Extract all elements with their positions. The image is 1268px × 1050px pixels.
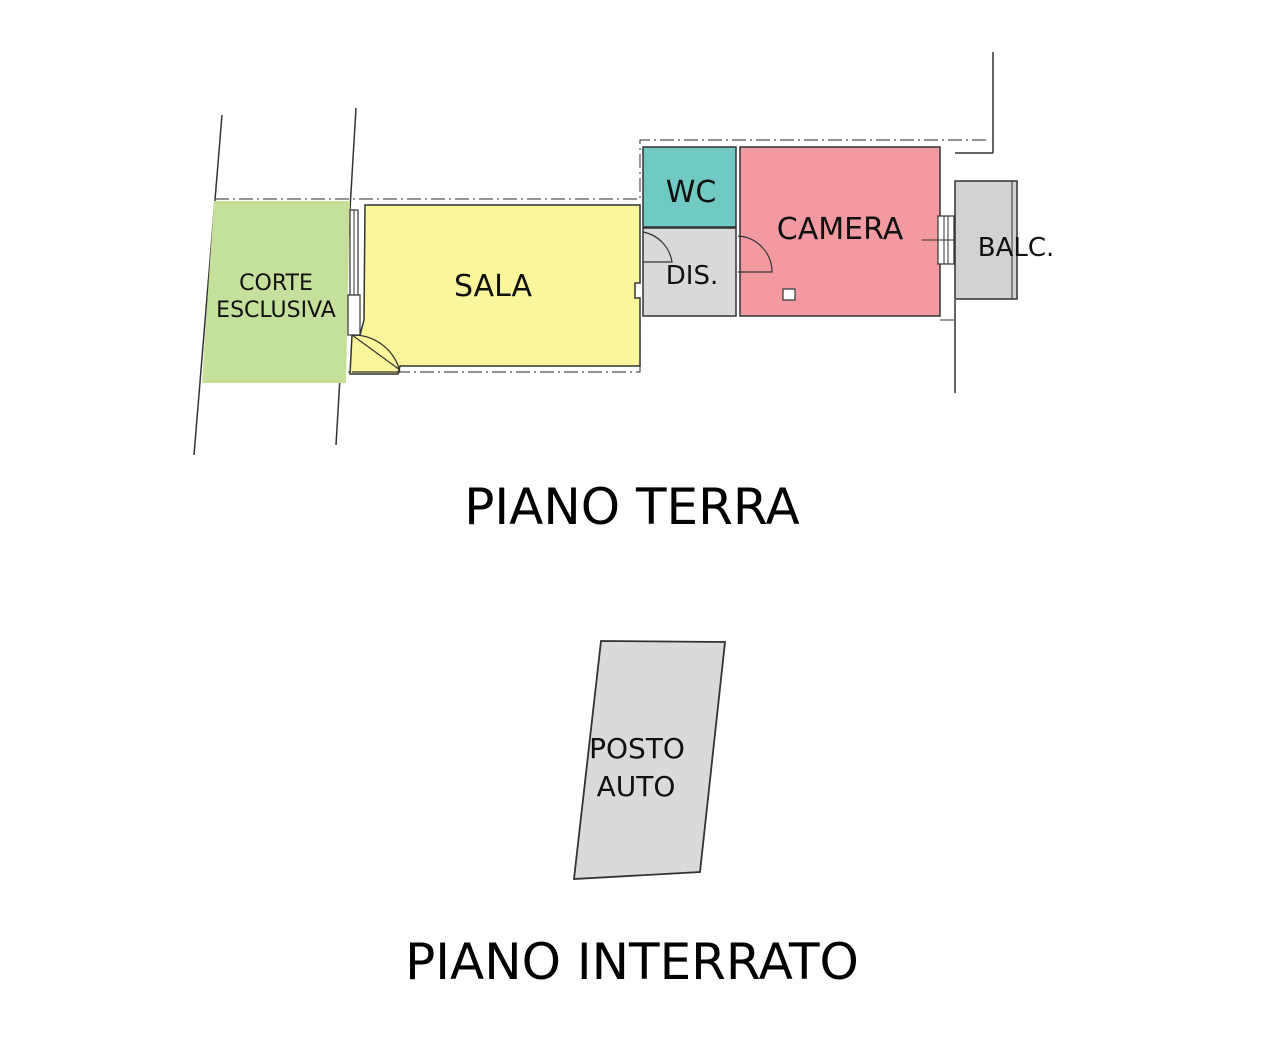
room-camera-area (739, 146, 941, 317)
room-balcony-area (954, 180, 1018, 300)
room-dis (642, 227, 737, 317)
door-swing (737, 235, 773, 273)
label-sala: SALA (454, 269, 533, 304)
label-wc: WC (666, 175, 717, 210)
label-posto-line2: AUTO (597, 770, 676, 803)
title-piano-terra: PIANO TERRA (464, 478, 800, 536)
room-balcony (954, 180, 1018, 300)
label-balc: BALC. (978, 233, 1055, 263)
property-boundary (215, 139, 990, 373)
room-corte-esclusiva (202, 201, 350, 383)
boundary-line (193, 114, 223, 456)
room-sala (347, 204, 641, 375)
label-camera: CAMERA (777, 212, 904, 247)
property-boundary-line (215, 139, 990, 200)
label-dis: DIS. (666, 261, 718, 291)
ground-floor-plan: CORTE ESCLUSIVA SALA WC DIS. CAMERA BALC… (193, 52, 1055, 536)
title-piano-interrato: PIANO INTERRATO (405, 933, 859, 991)
property-boundary-line (348, 320, 641, 373)
room-posto-auto (572, 640, 727, 880)
column-marker (782, 288, 796, 301)
room-dis-area (642, 227, 737, 317)
boundary-lines (193, 52, 994, 456)
wall-segment (347, 294, 361, 336)
label-posto-line1: POSTO (589, 732, 685, 765)
label-corte-line2: ESCLUSIVA (216, 298, 336, 323)
basement-plan: POSTO AUTO PIANO INTERRATO (405, 640, 859, 991)
door-swing (642, 231, 673, 263)
room-camera (737, 146, 972, 317)
room-wc (642, 146, 737, 228)
door-swing (351, 334, 401, 373)
label-corte-line1: CORTE (239, 271, 313, 296)
